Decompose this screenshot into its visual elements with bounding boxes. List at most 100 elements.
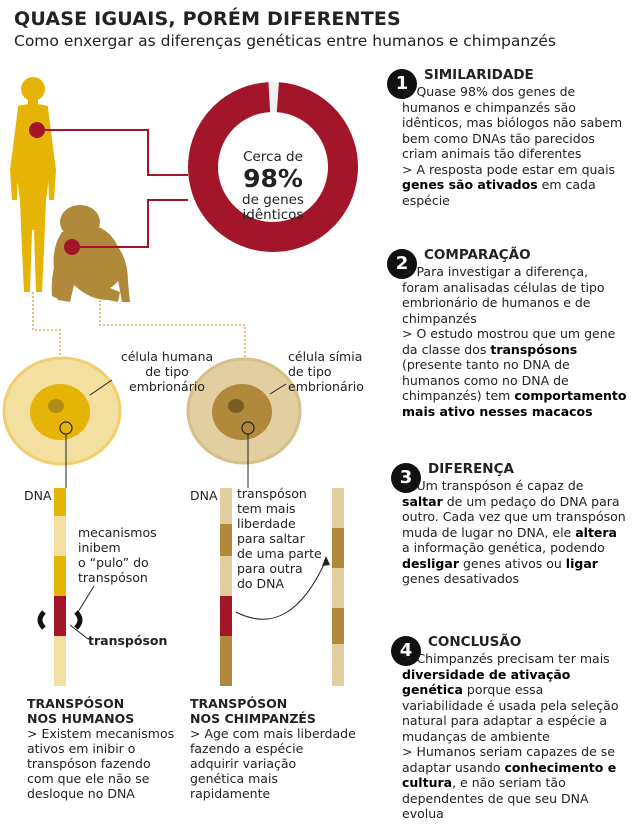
chimp-dna-strand [220,488,344,686]
text-run: > A resposta pode estar em quais [402,161,616,177]
label-line: para outra [237,561,303,576]
donut-label: Cerca de 98% de genes idênticos [218,150,328,223]
text-run: > O estudo mostrou que um gene da classe… [402,326,616,357]
donut-arc [188,82,358,252]
text-run: genes ativos ou [458,555,566,571]
section-4-para-2: > Humanos seriam capazes de se adaptar u… [402,744,627,822]
text-run: de um pedaço do DNA para outro. Cada vez… [402,493,626,540]
label-line: transpóson [237,486,307,501]
section-1-para-1: > Quase 98% dos genes de humanos e chimp… [402,84,623,161]
section-3-title: DIFERENÇA [428,461,514,477]
label-line: célula humana [120,349,214,364]
caption-line: rapidamente [190,786,271,801]
caption-line: > Existem mecanismos [27,726,175,741]
human-dna-strand [37,488,95,686]
text-emphasis: ligar [565,555,598,571]
chimp-marker-dot [64,239,80,255]
text-run: (presente tanto no DNA de humanos como n… [402,357,570,403]
text-emphasis: saltar [402,493,443,509]
label-line: para saltar [237,531,305,546]
chimp-connector-line [80,199,188,248]
caption-body: > Existem mecanismos ativos em inibir o … [27,726,192,801]
section-2-para-2: > O estudo mostrou que um gene da classe… [402,326,627,419]
text-run: > Um transpóson é capaz de [402,478,584,493]
caption-line: com que ele não se [27,771,150,786]
text-emphasis: desligar [402,555,459,571]
chimp-cell [186,357,302,488]
caption-line: > Age com mais liberdade [190,726,356,741]
label-line: célula símia [288,349,363,364]
label-line: o “pulo” do [78,555,149,570]
donut-chart [188,82,358,252]
text-emphasis: diversidade de ativação genética [402,666,571,698]
caption-line: ativos em inibir o [27,741,136,756]
text-emphasis: conhecimento e cultura [402,759,617,791]
text-run: > Humanos seriam capazes de se adaptar u… [402,744,615,775]
section-3-para-1: > Um transpóson é capaz de saltar de um … [402,478,627,587]
page-subtitle: Como enxergar as diferenças genéticas en… [14,32,556,50]
label-line: do DNA [237,576,285,591]
caption-line: desloque no DNA [27,786,135,801]
caption-line: genética mais [190,771,278,786]
text-run: em cada espécie [402,177,596,208]
label-line: de tipo [145,364,189,379]
section-1-title: SIMILARIDADE [424,67,534,83]
label-line: de uma parte [237,546,322,561]
text-run: > Chimpanzés precisam ter mais [402,651,610,666]
text-run: a informação genética, podendo [402,540,605,555]
chimp-silhouette [51,205,130,302]
donut-line3: idênticos [242,207,304,223]
text-emphasis: comportamento mais ativo nesses macacos [402,388,627,419]
human-transposon-label: transpóson [88,633,168,648]
text-emphasis: altera [575,524,617,540]
chimp-caption: TRANSPÓSON NOS CHIMPANZÉS > Age com mais… [190,696,370,801]
page-title: QUASE IGUAIS, PORÉM DIFERENTES [14,8,401,30]
label-line: transpóson [78,570,148,585]
section-2-title: COMPARAÇÃO [424,247,531,263]
label-line: de tipo [288,364,332,379]
caption-body: > Age com mais liberdade fazendo a espéc… [190,726,370,801]
caption-heading: TRANSPÓSON [190,696,288,711]
chimp-mechanism-label: transpóson tem mais liberdade para salta… [237,486,322,591]
caption-line: adquirir variação [190,756,297,771]
caption-heading: TRANSPÓSON [27,696,125,711]
section-3-number: 3 [391,463,421,493]
human-caption: TRANSPÓSON NOS HUMANOS > Existem mecanis… [27,696,192,801]
label-line: inibem [78,540,121,555]
caption-line: transpóson fazendo [27,756,151,771]
chimp-dna-label: DNA [190,488,218,503]
label-line: liberdade [237,516,296,531]
chimp-cell-label: célula símia de tipo embrionário [288,349,388,394]
label-line: embrionário [129,379,205,394]
human-connector-line [45,129,188,176]
human-marker-dot [29,122,45,138]
human-cell [2,356,122,488]
donut-line1: Cerca de [243,149,303,165]
caption-line: fazendo a espécie [190,741,304,756]
section-1-para-2: > A resposta pode estar em quais genes s… [402,162,627,209]
section-2-para-1: > Para investigar a diferença, foram ana… [402,264,605,326]
human-mechanism-label: mecanismos inibem o “pulo” do transpóson [78,525,157,585]
illustration [2,77,344,686]
text-emphasis: genes são ativados [402,177,538,192]
section-2-body: > Para investigar a diferença, foram ana… [402,264,627,419]
section-1-body: > Quase 98% dos genes de humanos e chimp… [402,84,627,208]
section-4-title: CONCLUSÃO [428,634,522,650]
label-line: mecanismos [78,525,157,540]
donut-percent: 98% [243,164,303,193]
section-1-number: 1 [387,69,417,99]
caption-heading: NOS CHIMPANZÉS [190,711,316,726]
section-3-body: > Um transpóson é capaz de saltar de um … [402,478,627,587]
section-2-number: 2 [387,249,417,279]
section-4-number: 4 [391,636,421,666]
section-4-body: > Chimpanzés precisam ter mais diversida… [402,651,627,822]
human-cell-label: célula humana de tipo embrionário [117,349,217,394]
text-run: porque essa variabilidade é usada pela s… [402,682,619,744]
text-run: , e não seriam tão dependentes de que se… [402,775,589,821]
human-silhouette [10,77,56,292]
donut-line2: de genes [242,192,304,208]
human-dna-label: DNA [24,488,52,503]
text-emphasis: transpósons [490,341,578,357]
section-4-para-1: > Chimpanzés precisam ter mais diversida… [402,651,627,744]
text-run: genes desativados [402,571,520,586]
